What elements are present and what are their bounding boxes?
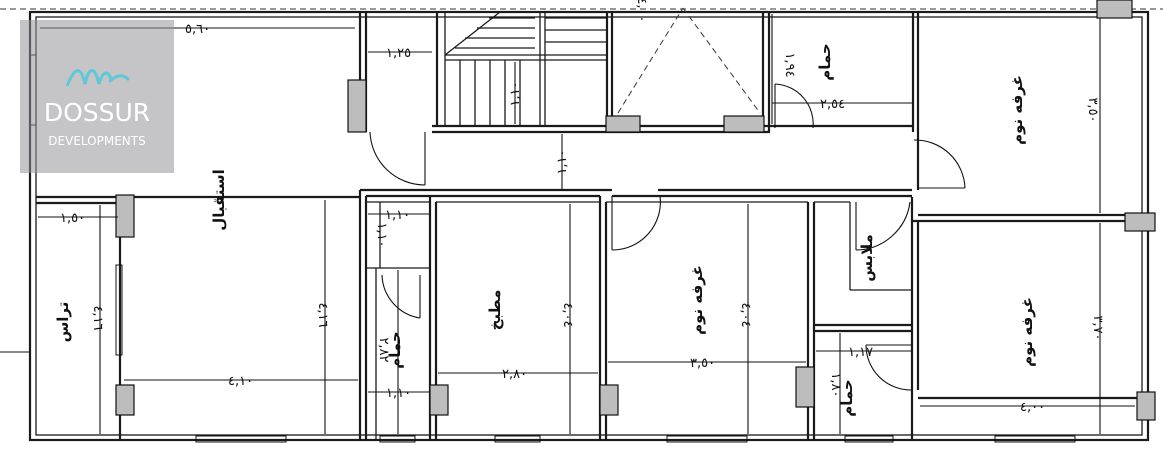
dim-410: ٤,١٠	[228, 374, 253, 389]
label-bath-right: حمام	[838, 379, 856, 417]
dimension-lines	[0, 14, 1135, 434]
dim-110-c: ١,١٠	[386, 386, 411, 401]
label-bedroom-top-right: غرفه نوم	[1008, 75, 1026, 145]
label-bedroom-middle: غرفه نوم	[688, 265, 706, 335]
dim-150: ١,٥٠	[60, 211, 85, 226]
dim-404-bedroom: ٤,٠٤	[738, 302, 753, 327]
dim-117: ١,١٧	[848, 345, 873, 360]
dim-194: ١,٩٤	[782, 52, 797, 77]
label-bedroom-bottom-right: غرفه نوم	[1018, 297, 1036, 367]
dim-350-top-right: ٣,٥٠	[1085, 97, 1100, 122]
interior-walls	[36, 12, 1148, 440]
staircase	[444, 11, 607, 126]
watermark-logo: DOSSUR DEVELOPMENTS	[20, 20, 174, 173]
dim-282: ٢,٨٢	[376, 337, 391, 362]
dim-350-middle: ٣,٥٠	[690, 356, 715, 371]
dim-370: ٣,٧٠	[1090, 315, 1105, 340]
light-shaft	[617, 7, 761, 114]
logo-brand-text: DOSSUR	[43, 98, 151, 127]
dim-254: ٢,٥٤	[820, 97, 845, 112]
dim-404-kitchen: ٤,٠٤	[560, 302, 575, 327]
doors	[369, 83, 966, 391]
dim-110-b: ١,١٠	[374, 222, 389, 247]
columns	[115, 0, 1156, 421]
dim-180: ١,٨٠	[828, 372, 843, 397]
dim-125: ١,٢٥	[386, 46, 411, 61]
dim-280: ٢,٨٠	[502, 367, 527, 382]
logo-subtitle-text: DEVELOPMENTS	[48, 134, 146, 148]
dim-400: ٤,٠٠	[1020, 400, 1045, 415]
wave-logo-icon	[65, 69, 131, 87]
label-reception: استقبال	[210, 169, 228, 231]
dim-top: ٤,٠٠	[634, 0, 649, 23]
label-terrace: تراس	[54, 302, 72, 343]
label-dressing: ملابس	[858, 234, 876, 282]
dimension-labels: ٥,٦٠ ١,٢٥ ١,١٠ ١,١٠ ١,٩٤ ٢,٥٤ ٣,٥٠ ٤,٠٠ …	[60, 0, 1105, 415]
dim-110-a: ١,١٠	[385, 208, 410, 223]
dim-110-stair: ١,١٠	[508, 81, 523, 106]
dim-416-reception: ٤,١٦	[315, 302, 330, 327]
label-bath-top: حمام	[816, 43, 834, 81]
dim-416-terrace: ٤,١٦	[90, 305, 105, 330]
dim-110-corridor: ١,١٠	[555, 149, 570, 174]
room-labels: استقبال تراس مطبخ حمام حمام حمام غرفه نو…	[54, 43, 1036, 417]
dim-560: ٥,٦٠	[185, 22, 210, 37]
label-kitchen: مطبخ	[486, 290, 504, 331]
label-bath-left: حمام	[386, 331, 404, 369]
outer-walls	[28, 10, 1150, 442]
